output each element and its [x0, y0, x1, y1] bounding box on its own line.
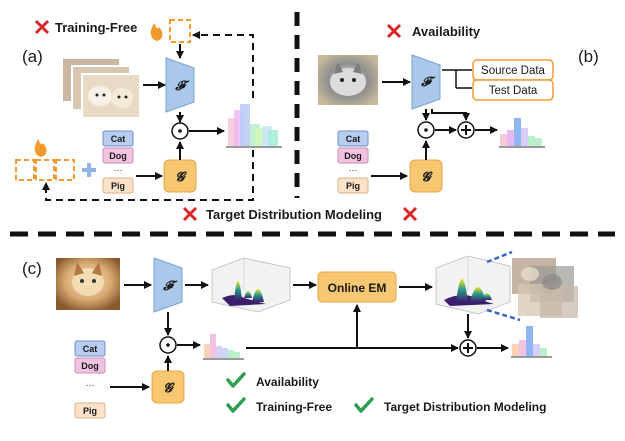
- class-dog-a: Dog: [109, 151, 127, 161]
- class-list-a: Cat Dog ··· Pig: [102, 130, 134, 194]
- panel-a-title: Training-Free: [55, 20, 137, 35]
- online-em-label: Online EM: [328, 281, 387, 295]
- g-symbol-c: 𝓖: [163, 381, 175, 396]
- prompt-tokens: [15, 159, 75, 181]
- dot-product-icon: [417, 121, 435, 139]
- feature-extractor-c: 𝓕: [153, 257, 183, 313]
- check-target-distribution: Target Distribution Modeling: [384, 400, 546, 414]
- puppy-images: [61, 57, 141, 119]
- check-availability: Availability: [256, 375, 319, 389]
- check-training-free: Training-Free: [256, 400, 332, 414]
- dot-product-icon: [159, 336, 177, 354]
- panel-a-label: (a): [22, 47, 43, 66]
- source-data-box: Source Data: [472, 59, 554, 81]
- dot-product-icon: [171, 122, 189, 140]
- feature-extractor-a: 𝓕: [165, 57, 195, 113]
- class-pig-a: Pig: [111, 181, 125, 191]
- class-cat-c: Cat: [83, 344, 98, 354]
- class-ellipsis-b: ···: [349, 165, 358, 175]
- zoom-line-top: [486, 250, 513, 264]
- class-cat-b: Cat: [346, 134, 361, 144]
- online-em-box: Online EM: [317, 271, 397, 303]
- feature-extractor-b: 𝓕: [411, 54, 441, 110]
- feature-to-plus-arrow-b: [431, 109, 470, 121]
- check-icon: [226, 372, 246, 388]
- class-list-b: Cat Dog ··· Pig: [337, 130, 369, 194]
- check-icon: [226, 397, 246, 413]
- feedback-arrow-top: [192, 31, 254, 98]
- test-data-box: Test Data: [472, 79, 554, 101]
- density-surface-2: [435, 255, 511, 315]
- plus-icon: [457, 121, 475, 139]
- zoom-line-bottom: [486, 308, 521, 322]
- text-encoder-a: 𝓖: [163, 159, 197, 193]
- text-encoder-c: 𝓖: [151, 370, 185, 404]
- check-icon: [354, 397, 374, 413]
- text-encoder-b: 𝓖: [409, 159, 443, 193]
- intermediate-histogram-c: [203, 334, 244, 360]
- class-pig-c: Pig: [83, 406, 97, 416]
- cross-icon: [386, 23, 402, 39]
- class-dog-b: Dog: [344, 151, 362, 161]
- class-cat-a: Cat: [111, 134, 126, 144]
- flame-icon: [150, 23, 163, 41]
- sample-image-stack: [512, 258, 578, 318]
- cross-icon: [182, 206, 198, 222]
- cross-icon: [34, 19, 50, 35]
- cat-image-c: [56, 258, 120, 310]
- test-data-label: Test Data: [489, 85, 538, 97]
- cat-image-b: [318, 55, 378, 105]
- plus-icon: [459, 339, 477, 357]
- output-histogram-c: [511, 326, 552, 358]
- class-list-c: Cat Dog ··· Pig: [74, 340, 106, 419]
- plus-icon: [82, 163, 96, 177]
- middle-label: Target Distribution Modeling: [206, 207, 382, 222]
- class-ellipsis-a: ···: [114, 165, 123, 175]
- output-histogram-a: [226, 104, 282, 148]
- flame-icon: [34, 139, 47, 157]
- panel-b-label: (b): [578, 47, 599, 66]
- trainable-prompt-box: [169, 19, 191, 43]
- cross-icon: [402, 206, 418, 222]
- density-surface-1: [211, 257, 291, 313]
- source-data-label: Source Data: [481, 65, 546, 77]
- feedback-arrow-bottom: [42, 150, 254, 201]
- panel-b-title: Availability: [412, 24, 481, 39]
- class-ellipsis-c: ···: [86, 380, 95, 390]
- output-histogram-b: [499, 118, 545, 148]
- class-pig-b: Pig: [346, 181, 360, 191]
- class-dog-c: Dog: [81, 361, 99, 371]
- panel-c-label: (c): [22, 259, 42, 278]
- g-symbol-b: 𝓖: [421, 170, 433, 185]
- g-symbol-a: 𝓖: [175, 170, 187, 185]
